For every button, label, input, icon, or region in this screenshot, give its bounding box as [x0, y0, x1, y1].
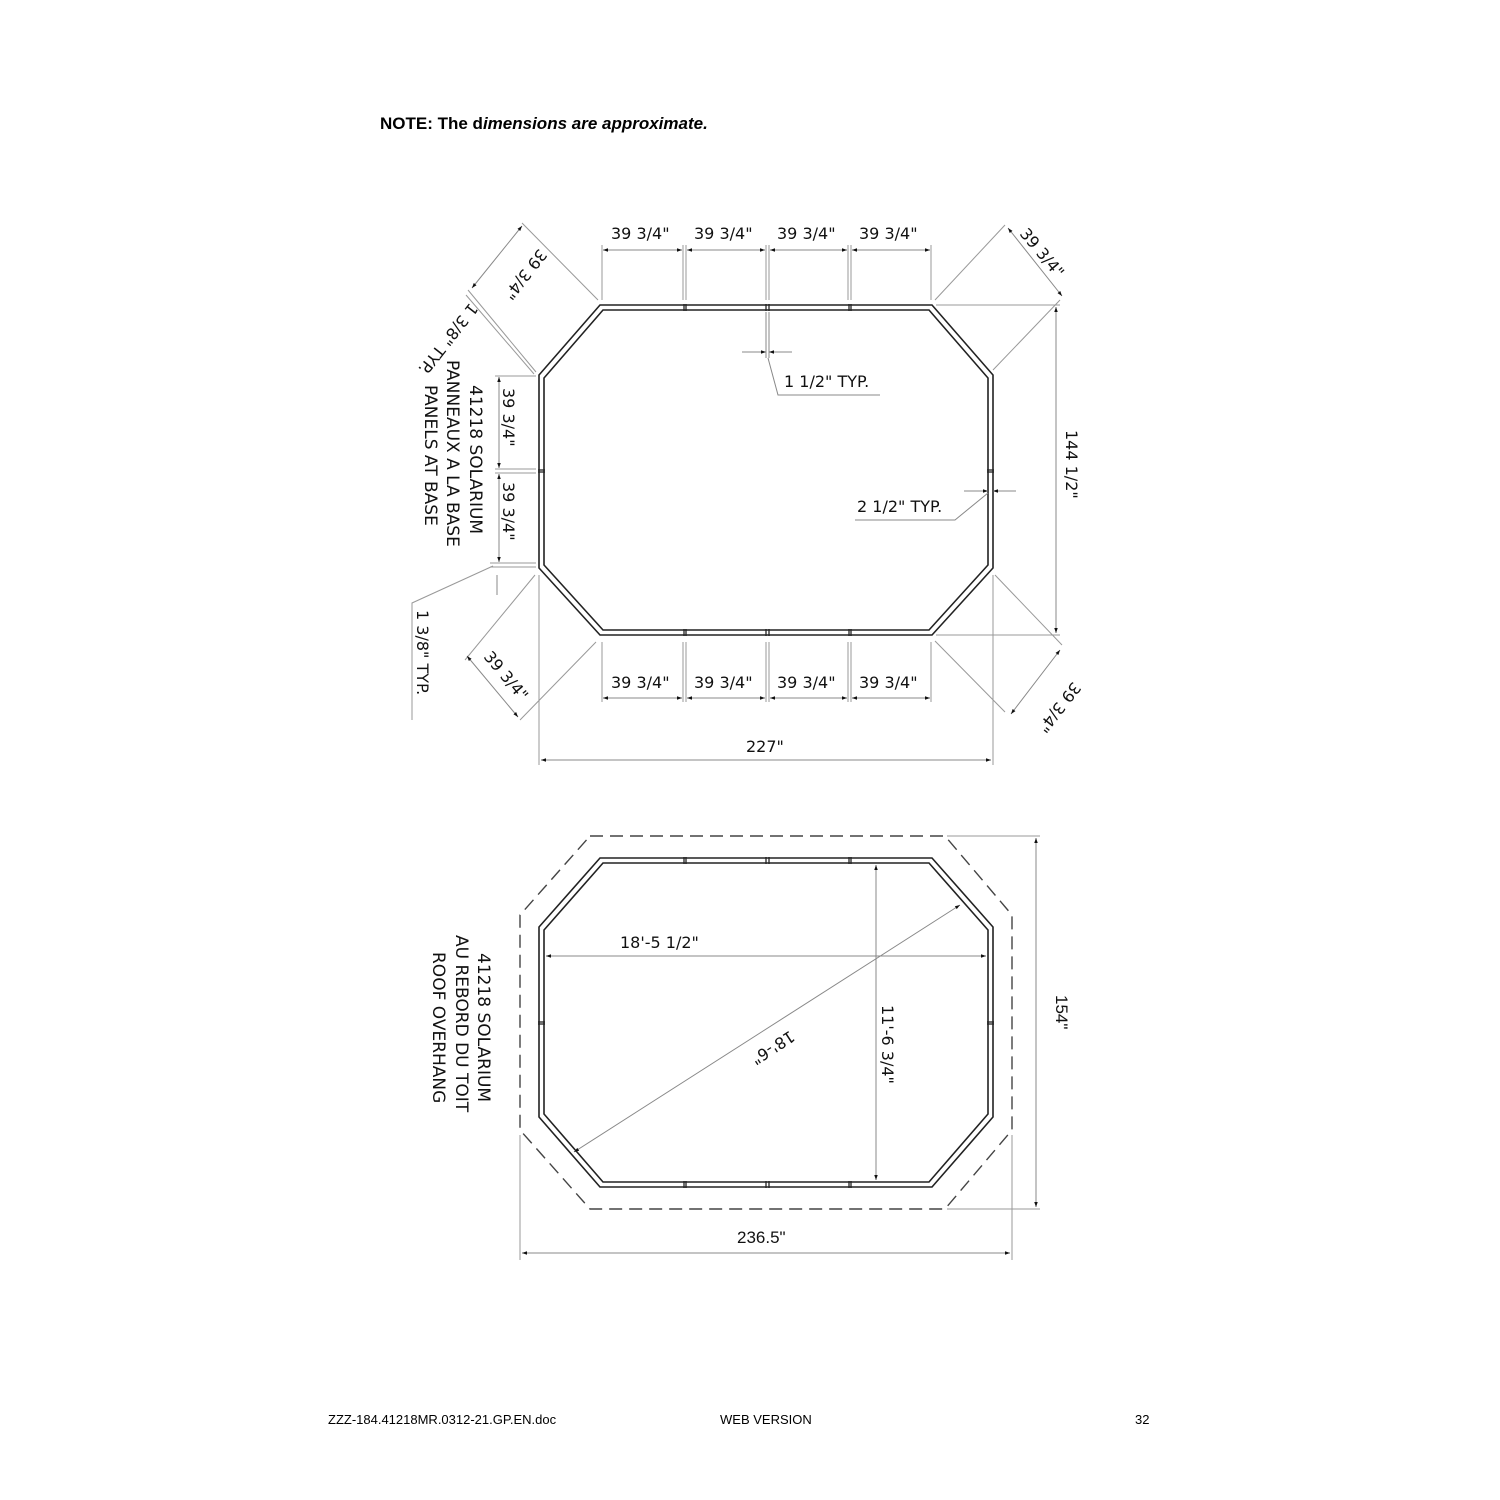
diag-bottom-left-dim: 39 3/4" [480, 647, 532, 704]
diag-top-left-dim: 39 3/4" [500, 246, 551, 304]
roof-label-line-1: 41218 SOLARIUM [473, 953, 493, 1102]
left-panel-dim-1: 39 3/4" [499, 388, 518, 447]
bottom-panel-dim-1: 39 3/4" [611, 673, 670, 692]
top-panel-dim-2: 39 3/4" [694, 224, 753, 243]
diag-bottom-right-dim: 39 3/4" [1034, 679, 1085, 737]
top-panel-dim-1: 39 3/4" [611, 224, 670, 243]
base-plan: 39 3/4" 39 3/4" 39 3/4" 39 3/4" 39 3/4" … [411, 222, 1085, 765]
left-panel-dim-2: 39 3/4" [499, 482, 518, 541]
note-prefix: NOTE: The d [380, 114, 483, 133]
base-plan-label: 41218 SOLARIUM PANNEAUX A LA BASE PANELS… [420, 360, 485, 547]
roof-overall-height-dim: 154" [1052, 995, 1071, 1029]
footer-version: WEB VERSION [720, 1412, 812, 1427]
base-label-line-1: 41218 SOLARIUM [465, 385, 485, 534]
top-panel-dim-3: 39 3/4" [777, 224, 836, 243]
roof-overall-width-dim: 236.5" [737, 1228, 786, 1247]
base-walls [538, 304, 994, 636]
bottom-panel-dim-4: 39 3/4" [859, 673, 918, 692]
panel-gap-dim: 1 1/2" TYP. [784, 372, 869, 391]
roof-plan-walls [538, 857, 994, 1188]
inside-depth-dim: 11'-6 3/4" [878, 1005, 897, 1084]
roof-plan: 18'-5 1/2" 11'-6 3/4" 18'-6" 154" 236.5"… [428, 835, 1071, 1260]
note-italic: imensions are approximate. [482, 114, 708, 133]
gap-bottom-left-dim: 1 3/8" TYP. [413, 610, 432, 695]
diagonal-dim: 18'-6" [747, 1027, 798, 1069]
overall-height-dim: 144 1/2" [1062, 430, 1081, 499]
bottom-panel-dim-3: 39 3/4" [777, 673, 836, 692]
inside-width-dim: 18'-5 1/2" [620, 933, 699, 952]
roof-overhang-outline [519, 835, 1013, 1210]
roof-label-line-3: ROOF OVERHANG [428, 952, 448, 1103]
base-label-line-3: PANELS AT BASE [420, 385, 440, 526]
roof-label-line-2: AU REBORD DU TOIT [451, 935, 471, 1113]
top-panel-dims: 39 3/4" 39 3/4" 39 3/4" 39 3/4" [611, 224, 918, 243]
footer-page-number: 32 [1135, 1412, 1150, 1427]
footer-filename: ZZZ-184.41218MR.0312-21.GP.EN.doc [328, 1412, 557, 1427]
top-panel-dim-4: 39 3/4" [859, 224, 918, 243]
overall-width-dim: 227" [746, 737, 784, 756]
approximate-dimensions-note: NOTE: The dimensions are approximate. [380, 114, 708, 134]
base-label-line-2: PANNEAUX A LA BASE [442, 360, 462, 547]
diag-top-right-dim: 39 3/4" [1016, 224, 1068, 281]
wall-thickness-dim: 2 1/2" TYP. [857, 497, 942, 516]
bottom-panel-dim-2: 39 3/4" [694, 673, 753, 692]
bottom-panel-dims: 39 3/4" 39 3/4" 39 3/4" 39 3/4" [611, 673, 918, 692]
roof-plan-label: 41218 SOLARIUM AU REBORD DU TOIT ROOF OV… [428, 935, 493, 1113]
